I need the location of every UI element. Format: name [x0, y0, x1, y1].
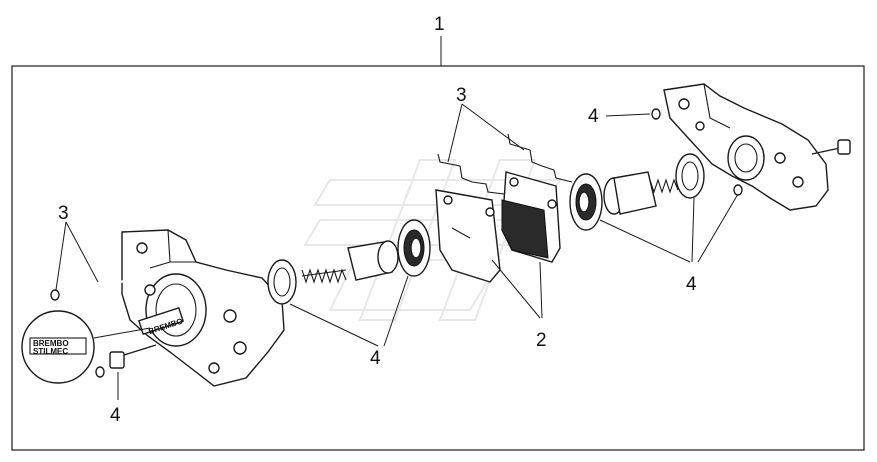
callout-brake-pads: 2	[536, 330, 547, 351]
callout-pad-clip: 3	[456, 85, 467, 106]
dust-boot-right	[569, 173, 603, 231]
left-caliper-half: BREMBO	[121, 229, 285, 387]
callout-assembly: 1	[434, 14, 445, 35]
piston-right	[603, 171, 657, 215]
brake-pad-rear	[501, 171, 561, 263]
piston-spring-left	[301, 268, 347, 284]
pad-retaining-clip: 3	[437, 85, 573, 195]
callout-pin-left: 3	[58, 203, 69, 224]
bleeder-screw-left: 4	[109, 344, 157, 426]
bleeder-screw-right	[811, 139, 851, 155]
piston-seal-right	[675, 153, 705, 199]
brake-pad-front	[435, 189, 501, 283]
caliper-pin-left: 3	[50, 203, 141, 301]
washer-left	[95, 366, 105, 378]
dust-boot-left	[397, 219, 431, 277]
o-ring-right	[733, 184, 743, 196]
brand-badge: BREMBO STILMEC	[21, 310, 151, 384]
svg-text:STILMEC: STILMEC	[33, 347, 68, 356]
right-caliper-half	[663, 83, 829, 211]
piston-left	[347, 240, 399, 281]
piston-spring-right	[649, 178, 679, 194]
svg-text:BREMBO: BREMBO	[33, 339, 69, 348]
callout-seal-center: 4	[370, 348, 381, 369]
piston-seal-left	[267, 259, 297, 305]
o-ring-top-right	[651, 108, 661, 120]
assembly-frame	[11, 65, 865, 451]
callout-oring-top: 4	[588, 106, 599, 127]
callout-bleeder-left: 4	[110, 405, 121, 426]
callout-seal-right: 4	[686, 274, 697, 295]
